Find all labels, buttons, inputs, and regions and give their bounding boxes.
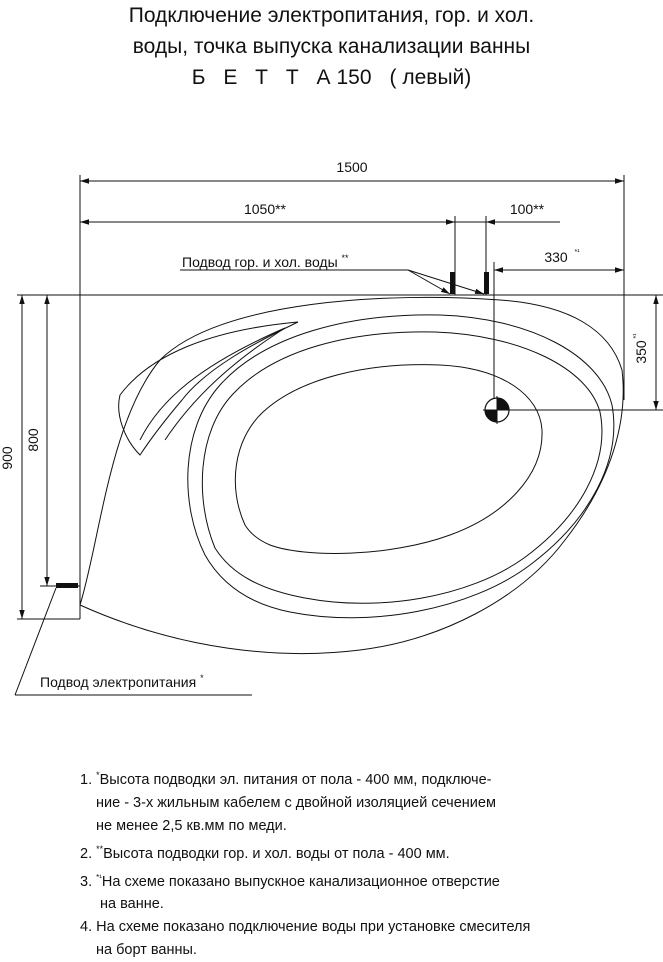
note-1-num: 1.	[80, 771, 93, 788]
water-supply-label: Подвод гор. и хол. воды **	[182, 253, 349, 270]
dim-1500-text: 1500	[336, 159, 367, 175]
note-3: 3. *¹На схеме показано выпускное канализ…	[80, 866, 655, 917]
power-supply-pipe	[56, 583, 78, 588]
dim-330-mark: *¹	[574, 249, 580, 256]
note-1-mark: *	[96, 770, 100, 780]
model-side: ( левый)	[389, 66, 472, 89]
note-3-line-1: На схеме показано выпускное канализацион…	[101, 873, 500, 890]
water-supply-label-text: Подвод гор. и хол. воды	[182, 254, 338, 270]
drain-symbol	[483, 396, 511, 424]
dim-100-text: 100**	[510, 201, 545, 217]
note-2-mark: **	[96, 843, 104, 854]
bath-rim	[187, 314, 615, 619]
bath-inner-wall	[201, 331, 603, 604]
power-supply-label-text: Подвод электропитания	[40, 674, 196, 690]
note-4-line-2: на борт ванны.	[96, 942, 197, 959]
dim-330-text: 330	[544, 249, 568, 265]
note-3-mark: *¹	[96, 872, 102, 882]
title-line-1: Подключение электропитания, гор. и хол.	[128, 4, 535, 27]
water-leader-cold	[407, 269, 485, 295]
note-1: 1. *Высота подводки эл. питания от пола …	[80, 764, 655, 838]
drawing-title: Подключение электропитания, гор. и хол. …	[0, 0, 663, 93]
title-line-2: воды, точка выпуска канализации ванны	[132, 35, 531, 58]
power-supply-label-mark: *	[200, 673, 204, 683]
note-4: 4. На схеме показано подключение воды пр…	[80, 916, 655, 962]
title-line-3: Б Е Т Т А150 ( левый)	[0, 62, 663, 93]
dim-350-text: 350	[633, 340, 649, 364]
bath-connection-diagram: 1500 1050** 100** 330 *¹ 350 *¹ 900 800 …	[0, 159, 663, 696]
note-3-num: 3.	[80, 873, 93, 890]
note-1-line-3: не менее 2,5 кв.мм по меди.	[96, 817, 287, 834]
note-2-line-1: Высота подводки гор. и хол. воды от пола…	[103, 845, 450, 862]
bath-bottom	[234, 364, 543, 554]
water-leader-hot	[407, 269, 451, 295]
power-supply-label: Подвод электропитания *	[40, 673, 204, 690]
bath-headrest	[118, 321, 299, 456]
note-2-num: 2.	[80, 845, 93, 862]
cold-water-pipe	[484, 272, 489, 294]
notes-list: 1. *Высота подводки эл. питания от пола …	[80, 764, 655, 962]
model-name: Б Е Т Т А	[191, 66, 337, 89]
hot-water-pipe	[450, 272, 455, 294]
dim-350-mark: *¹	[633, 333, 640, 339]
dim-900-text: 900	[0, 446, 15, 470]
note-4-line-1: На схеме показано подключение воды при у…	[96, 919, 531, 936]
bath-headrest-inner	[139, 327, 286, 441]
power-leader-diag	[14, 587, 57, 696]
note-4-num: 4.	[80, 919, 93, 936]
note-3-line-2: на ванне.	[100, 896, 164, 913]
note-1-line-2: ние - 3-х жильным кабелем с двойной изол…	[96, 794, 496, 811]
dim-800-text: 800	[25, 428, 41, 452]
bath-outer-contour	[79, 296, 624, 655]
model-number: 150	[336, 66, 372, 89]
note-1-line-1: Высота подводки эл. питания от пола - 40…	[99, 771, 492, 788]
dim-1050-text: 1050**	[244, 201, 287, 217]
note-2: 2. **Высота подводки гор. и хол. воды от…	[80, 838, 655, 866]
water-supply-label-mark: **	[342, 253, 350, 263]
